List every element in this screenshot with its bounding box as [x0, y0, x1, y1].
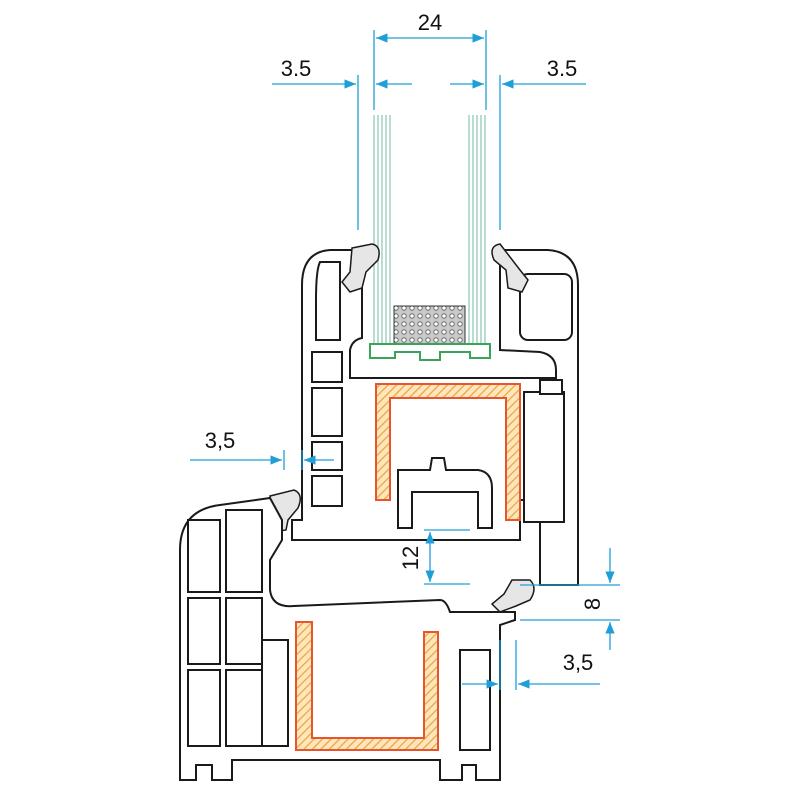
glass-panes: [373, 115, 486, 345]
sash-profile: [291, 249, 579, 586]
dimension-lines: [190, 30, 620, 690]
glazing-bead-channel: [369, 343, 491, 361]
dim-vertical-8: 8: [580, 598, 605, 610]
frame-reinforcement: [295, 621, 439, 751]
sash-reinforcement: [375, 383, 521, 521]
dim-bottom-right: 3,5: [563, 650, 594, 675]
dim-right-glass: 3.5: [547, 56, 578, 81]
center-gasket: [397, 457, 493, 529]
dim-left-sash: 3,5: [205, 428, 236, 453]
dim-glass-gap: 24: [418, 10, 442, 35]
dim-left-glass: 3.5: [281, 56, 312, 81]
glass-spacer: [393, 305, 466, 345]
dim-vertical-12: 12: [398, 546, 423, 570]
glazing-seals: [262, 243, 535, 613]
